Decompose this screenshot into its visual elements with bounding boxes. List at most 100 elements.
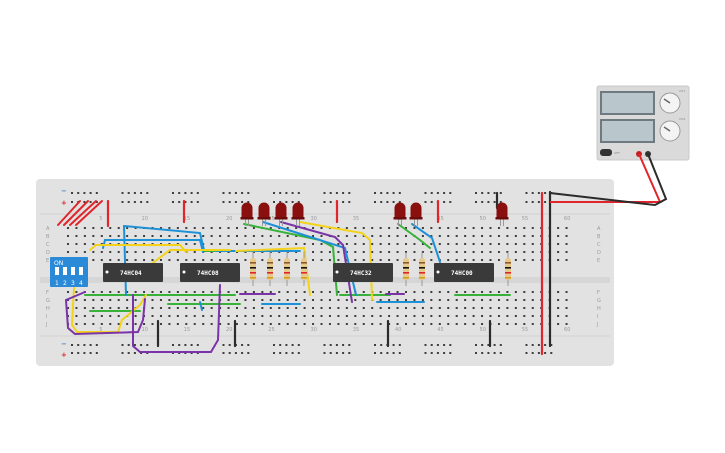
rail-hole[interactable]	[89, 192, 92, 194]
breadboard-hole[interactable]	[202, 323, 205, 325]
breadboard-hole[interactable]	[506, 243, 509, 245]
breadboard-hole[interactable]	[328, 307, 331, 309]
rail-hole[interactable]	[273, 192, 275, 194]
rail-hole[interactable]	[190, 201, 193, 203]
breadboard-hole[interactable]	[362, 299, 365, 301]
breadboard-hole[interactable]	[219, 259, 222, 261]
breadboard-hole[interactable]	[455, 315, 458, 317]
breadboard-hole[interactable]	[354, 243, 357, 245]
breadboard-hole[interactable]	[354, 299, 357, 301]
rail-hole[interactable]	[398, 344, 401, 346]
breadboard-hole[interactable]	[337, 299, 340, 301]
breadboard-hole[interactable]	[92, 315, 95, 317]
breadboard-hole[interactable]	[117, 291, 120, 293]
breadboard-hole[interactable]	[438, 307, 441, 309]
breadboard-hole[interactable]	[278, 299, 281, 301]
rail-hole[interactable]	[386, 201, 389, 203]
breadboard-hole[interactable]	[210, 227, 213, 229]
breadboard-hole[interactable]	[362, 227, 365, 229]
rail-hole[interactable]	[525, 192, 528, 194]
rail-hole[interactable]	[127, 192, 130, 194]
breadboard-hole[interactable]	[75, 291, 78, 293]
breadboard-hole[interactable]	[151, 299, 154, 301]
breadboard-hole[interactable]	[464, 315, 467, 317]
breadboard-hole[interactable]	[565, 299, 568, 301]
breadboard-hole[interactable]	[523, 323, 526, 325]
breadboard-hole[interactable]	[75, 299, 78, 301]
breadboard-hole[interactable]	[497, 251, 500, 253]
breadboard-hole[interactable]	[464, 291, 467, 293]
breadboard-hole[interactable]	[303, 299, 306, 301]
rail-hole[interactable]	[443, 192, 446, 194]
rail-hole[interactable]	[487, 344, 490, 346]
breadboard-hole[interactable]	[252, 243, 255, 245]
breadboard-hole[interactable]	[244, 291, 247, 293]
breadboard-hole[interactable]	[506, 291, 509, 293]
dip-switch-toggle-2[interactable]	[63, 267, 67, 275]
breadboard-hole[interactable]	[278, 259, 281, 261]
breadboard-hole[interactable]	[337, 259, 340, 261]
breadboard-hole[interactable]	[413, 259, 416, 261]
breadboard-hole[interactable]	[286, 299, 289, 301]
dip-switch-toggle-1[interactable]	[55, 267, 59, 275]
breadboard-hole[interactable]	[472, 323, 475, 325]
breadboard-hole[interactable]	[320, 251, 323, 253]
rail-hole[interactable]	[436, 192, 439, 194]
breadboard-hole[interactable]	[117, 227, 120, 229]
breadboard-hole[interactable]	[337, 291, 340, 293]
breadboard-hole[interactable]	[100, 315, 103, 317]
breadboard-hole[interactable]	[269, 243, 272, 245]
breadboard-hole[interactable]	[396, 291, 399, 293]
breadboard-hole[interactable]	[413, 227, 416, 229]
breadboard-hole[interactable]	[464, 307, 467, 309]
breadboard-hole[interactable]	[447, 323, 450, 325]
rail-hole[interactable]	[424, 201, 427, 203]
rail-hole[interactable]	[121, 192, 124, 194]
rail-hole[interactable]	[140, 201, 143, 203]
breadboard-hole[interactable]	[227, 315, 230, 317]
rail-hole[interactable]	[172, 192, 174, 194]
breadboard-hole[interactable]	[117, 307, 120, 309]
breadboard-hole[interactable]	[405, 243, 407, 245]
rail-hole[interactable]	[424, 344, 427, 346]
breadboard-hole[interactable]	[193, 299, 196, 301]
breadboard-hole[interactable]	[396, 315, 399, 317]
rail-hole[interactable]	[392, 201, 395, 203]
breadboard-hole[interactable]	[126, 307, 129, 309]
breadboard-hole[interactable]	[193, 243, 196, 245]
breadboard-hole[interactable]	[92, 251, 95, 253]
breadboard-hole[interactable]	[219, 323, 222, 325]
rail-hole[interactable]	[291, 192, 294, 194]
breadboard-hole[interactable]	[92, 323, 95, 325]
rail-hole[interactable]	[348, 192, 351, 194]
breadboard-hole[interactable]	[438, 299, 441, 301]
breadboard-hole[interactable]	[134, 251, 137, 253]
breadboard-hole[interactable]	[531, 299, 534, 301]
breadboard-hole[interactable]	[557, 315, 560, 317]
breadboard-hole[interactable]	[472, 259, 475, 261]
breadboard-hole[interactable]	[413, 299, 416, 301]
breadboard-hole[interactable]	[557, 235, 560, 237]
rail-hole[interactable]	[127, 352, 130, 354]
breadboard-hole[interactable]	[472, 315, 475, 317]
breadboard-hole[interactable]	[303, 291, 306, 293]
breadboard-hole[interactable]	[345, 243, 348, 245]
breadboard-hole[interactable]	[151, 315, 154, 317]
breadboard-hole[interactable]	[286, 323, 289, 325]
breadboard-hole[interactable]	[438, 251, 441, 253]
breadboard-hole[interactable]	[447, 235, 450, 237]
rail-hole[interactable]	[133, 352, 136, 354]
breadboard-hole[interactable]	[168, 235, 171, 237]
breadboard-hole[interactable]	[481, 243, 484, 245]
breadboard-hole[interactable]	[100, 291, 103, 293]
breadboard-hole[interactable]	[312, 307, 315, 309]
rail-hole[interactable]	[374, 344, 376, 346]
rail-hole[interactable]	[285, 192, 288, 194]
rail-hole[interactable]	[430, 352, 433, 354]
breadboard-hole[interactable]	[464, 235, 467, 237]
breadboard-hole[interactable]	[286, 307, 289, 309]
breadboard-hole[interactable]	[261, 235, 264, 237]
rail-hole[interactable]	[196, 192, 199, 194]
breadboard-hole[interactable]	[159, 307, 162, 309]
